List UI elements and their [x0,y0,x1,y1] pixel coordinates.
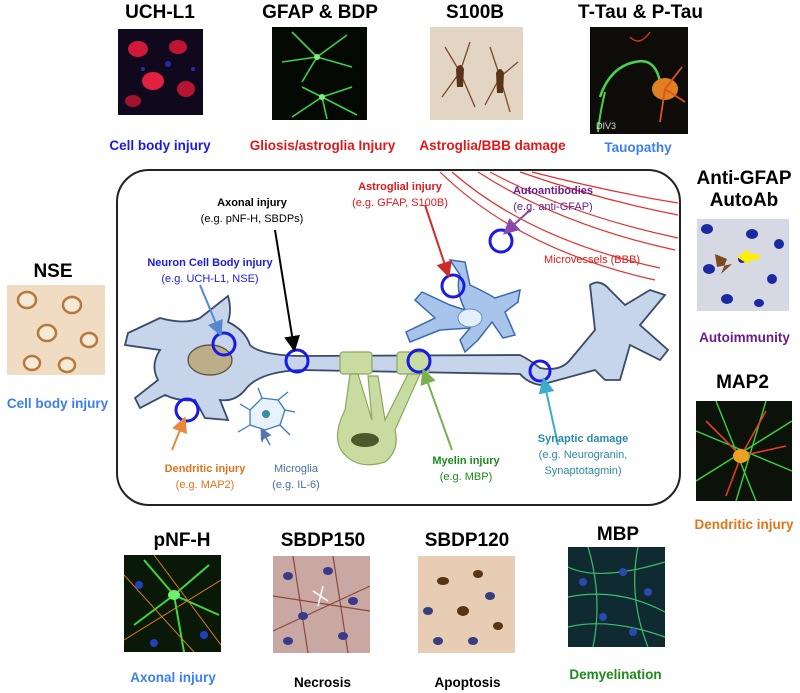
panel-title-sbdp120: SBDP120 [424,530,510,551]
panel-title-uchl1: UCH-L1 [125,2,195,23]
panel-title-pnfh: pNF-H [153,530,211,551]
antigfap-title-line1: Anti-GFAP [696,168,792,189]
label-axonal-examples: (e.g. pNF-H, SBDPs) [201,213,304,225]
label-dendritic-title: Dendritic injury [165,463,247,475]
neuron-nucleus [187,344,233,376]
label-autoantibodies-title: Autoantibodies [513,185,593,197]
caption-gfap: Gliosis/astroglia Injury [249,138,396,153]
s100b-image [430,27,523,120]
caption-antigfap: Autoimmunity [699,330,790,345]
microvessels [439,171,679,281]
caption-tau: Tauopathy [604,140,672,155]
caption-uchl1: Cell body injury [109,138,211,153]
panel-title-gfap: GFAP & BDP [262,2,378,23]
panel-title-sbdp150: SBDP150 [280,530,366,551]
oligodendrocyte [336,351,430,466]
panel-title-antigfap: Anti-GFAP AutoAb [688,168,800,212]
pnfh-image [124,555,221,652]
caption-map2: Dendritic injury [694,517,794,532]
label-microglia-examples: (e.g. IL-6) [272,479,320,491]
antigfap-title-line2: AutoAb [709,190,779,211]
gfap-image [272,27,367,120]
tau-image-label: DIV3 [596,121,616,131]
panel-title-tau: T-Tau & P-Tau [578,2,703,23]
sbdp120-image [418,556,515,653]
label-microglia-title: Microglia [274,463,319,475]
label-autoantibodies-examples: (e.g. anti-GFAP) [513,201,592,213]
caption-mbp: Demyelination [569,667,662,682]
label-astroglial-title: Astroglial injury [358,181,443,193]
sbdp150-image [273,556,370,653]
tau-image: DIV3 [590,27,688,134]
caption-sbdp120: Apoptosis [434,675,501,690]
label-neuron-body-examples: (e.g. UCH-L1, NSE) [161,273,258,285]
caption-nse: Cell body injury [6,396,109,411]
microglia-cell [237,387,296,443]
astrocyte [405,259,521,354]
mbp-image [568,547,665,647]
label-neuron-body-title: Neuron Cell Body injury [147,257,273,269]
caption-pnfh: Axonal injury [130,670,216,685]
caption-s100b: Astroglia/BBB damage [419,138,566,153]
label-astroglial-examples: (e.g. GFAP, S100B) [352,197,448,209]
label-microvessels: Microvessels (BBB) [544,254,640,266]
label-myelin-title: Myelin injury [432,455,500,467]
panel-title-mbp: MBP [596,524,640,545]
panel-title-nse: NSE [33,261,73,282]
panel-title-map2: MAP2 [716,372,769,393]
label-synaptic-examples-1: (e.g. Neurogranin, [539,449,628,461]
uchl1-image [118,29,203,115]
panel-title-s100b: S100B [445,2,505,23]
label-synaptic-title: Synaptic damage [538,433,628,445]
label-axonal-title: Axonal injury [217,197,288,209]
antigfap-image [697,219,789,311]
label-synaptic-examples-2: Synaptotagmin) [544,465,621,477]
nse-image [7,285,105,375]
label-myelin-examples: (e.g. MBP) [440,471,493,483]
caption-sbdp150: Necrosis [293,675,352,690]
map2-image [696,401,792,501]
label-dendritic-examples: (e.g. MAP2) [176,479,235,491]
